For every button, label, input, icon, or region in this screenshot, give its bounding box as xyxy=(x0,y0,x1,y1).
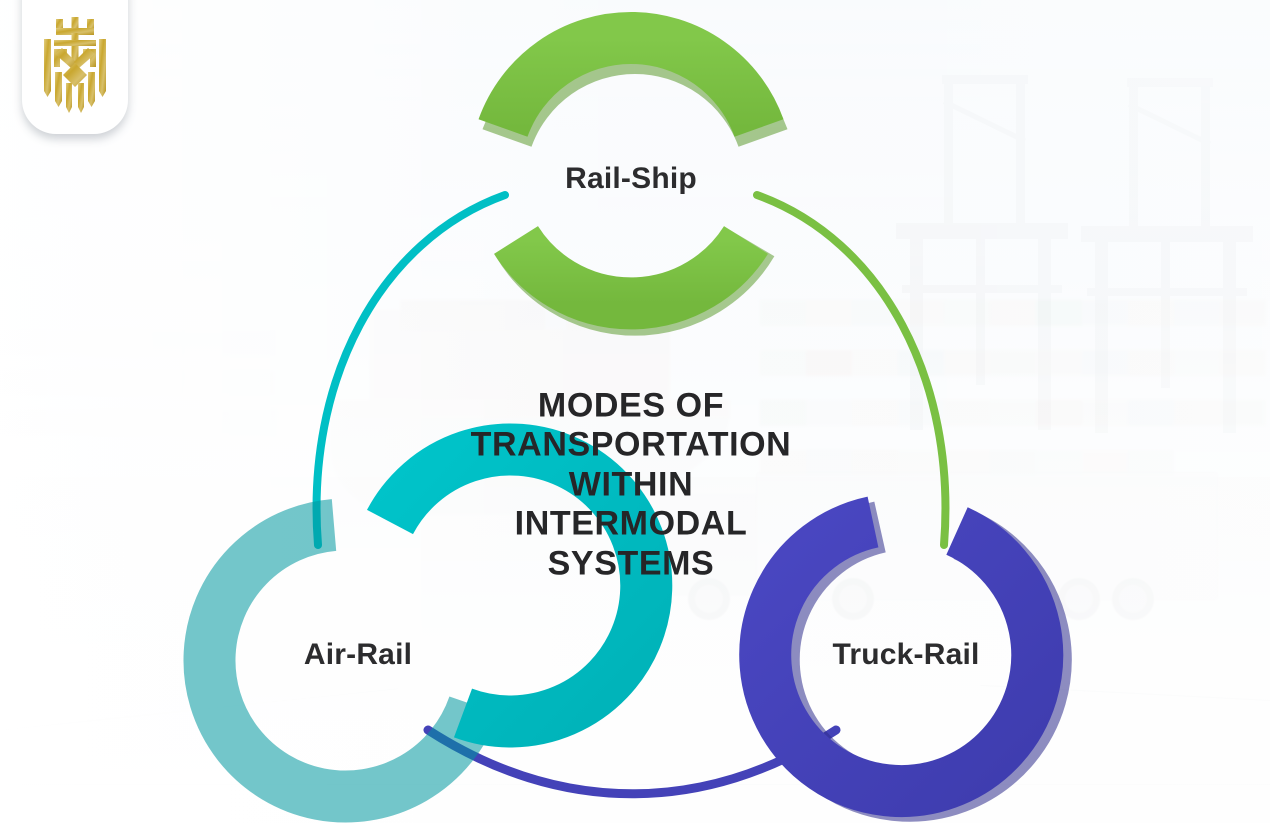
gold-crest-emblem-icon xyxy=(44,17,106,113)
node-label-truck-rail: Truck-Rail xyxy=(832,638,980,671)
node-label-rail-ship: Rail-Ship xyxy=(565,162,697,195)
title-line: TRANSPORTATION xyxy=(470,425,792,464)
ring-segment-main xyxy=(367,423,673,748)
ring-segment-main xyxy=(739,496,1064,817)
title-line: MODES OF xyxy=(537,386,725,425)
node-ring-air-rail[interactable] xyxy=(183,423,673,823)
title-line: INTERMODAL xyxy=(514,504,748,543)
node-ring-rail-ship[interactable] xyxy=(478,12,788,336)
node-ring-truck-rail[interactable] xyxy=(739,496,1072,822)
ring-segment-bottom xyxy=(494,225,768,330)
title-line: SYSTEMS xyxy=(547,544,715,583)
title-line: WITHIN xyxy=(568,465,694,504)
center-title: MODES OF TRANSPORTATION WITHIN INTERMODA… xyxy=(431,386,831,583)
brand-logo-badge[interactable] xyxy=(22,0,128,134)
connector-rail-ship-to-truck-rail xyxy=(753,191,950,549)
ring-segment-top xyxy=(478,12,784,138)
node-label-air-rail: Air-Rail xyxy=(303,638,413,671)
connector-rail-ship-to-air-rail xyxy=(312,191,509,549)
